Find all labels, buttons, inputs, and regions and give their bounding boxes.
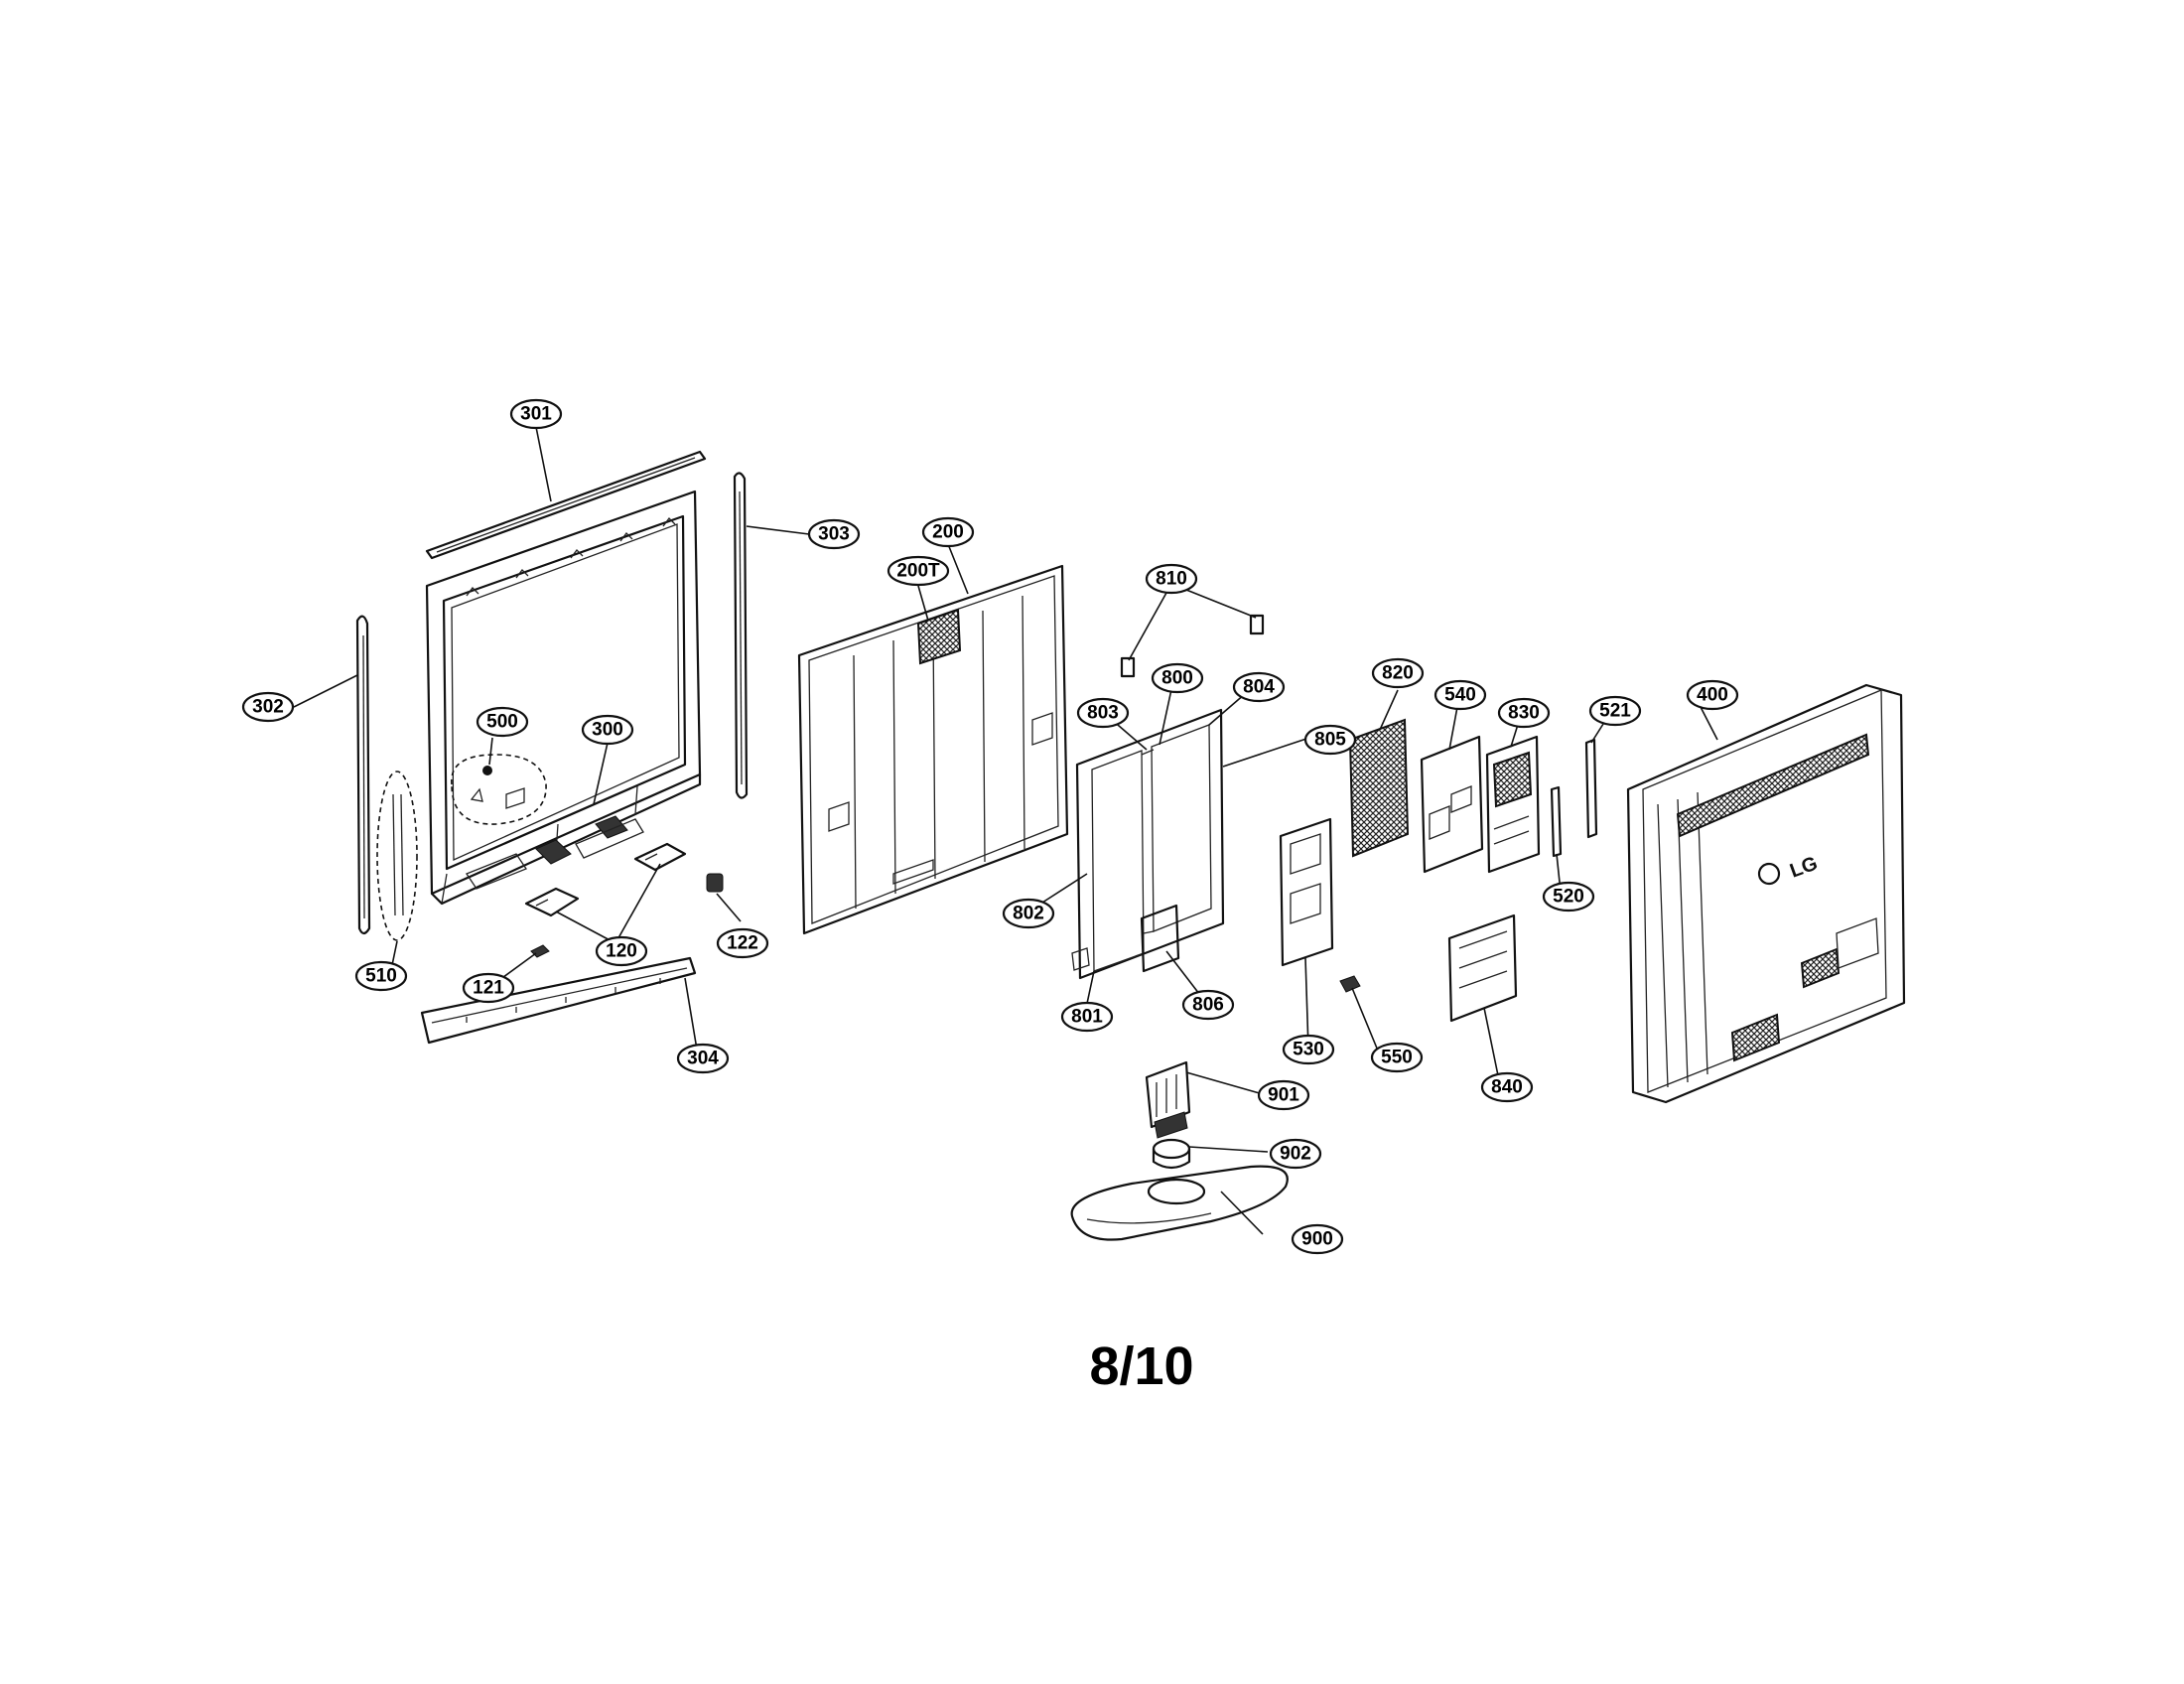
callout-303: 303: [807, 518, 861, 550]
callout-803: 803: [1076, 697, 1130, 729]
svg-text:500: 500: [486, 712, 518, 733]
callout-200t: 200T: [887, 555, 950, 587]
callout-530: 530: [1282, 1034, 1335, 1065]
callout-901: 901: [1257, 1079, 1310, 1111]
part-530-board: [1279, 817, 1334, 967]
part-303-right-strip: [733, 472, 749, 799]
callout-550: 550: [1370, 1042, 1424, 1073]
callout-805: 805: [1303, 724, 1357, 756]
svg-text:300: 300: [592, 720, 623, 741]
svg-text:803: 803: [1087, 703, 1119, 724]
part-300-front-bezel: [425, 490, 702, 906]
callout-200: 200: [921, 516, 975, 548]
part-510-speaker: [376, 771, 418, 941]
callout-820: 820: [1371, 657, 1425, 689]
part-400-rear-cover: LG: [1626, 683, 1906, 1104]
part-520-strip: [1550, 785, 1563, 858]
callout-801: 801: [1060, 1001, 1114, 1033]
part-304-bottom-strip: [420, 956, 697, 1045]
svg-text:901: 901: [1268, 1085, 1299, 1106]
part-840-cover: [1447, 913, 1518, 1023]
svg-text:200T: 200T: [896, 561, 940, 582]
svg-text:900: 900: [1301, 1229, 1333, 1250]
part-500-detail: [451, 754, 547, 825]
svg-text:400: 400: [1697, 685, 1728, 706]
svg-text:801: 801: [1071, 1007, 1103, 1028]
svg-text:120: 120: [606, 941, 637, 962]
callout-521: 521: [1588, 695, 1642, 727]
svg-text:521: 521: [1599, 701, 1631, 722]
svg-text:804: 804: [1243, 677, 1275, 698]
part-550-connector: [1339, 975, 1361, 993]
callout-400: 400: [1686, 679, 1739, 711]
svg-text:200: 200: [932, 522, 964, 543]
lg-logo-text: LG: [1787, 853, 1821, 883]
callout-120: 120: [595, 935, 648, 967]
svg-text:122: 122: [727, 933, 758, 954]
svg-text:530: 530: [1293, 1040, 1324, 1060]
callout-300: 300: [581, 714, 634, 746]
part-200-main-chassis: [797, 564, 1069, 935]
svg-text:902: 902: [1280, 1144, 1311, 1165]
callout-540: 540: [1433, 679, 1487, 711]
callout-302: 302: [241, 691, 295, 723]
callout-806: 806: [1181, 989, 1235, 1021]
svg-text:820: 820: [1382, 663, 1414, 684]
callout-900: 900: [1291, 1223, 1344, 1255]
callout-122: 122: [716, 927, 769, 959]
svg-text:805: 805: [1314, 730, 1346, 751]
part-800-shield-assembly: [1071, 708, 1225, 980]
svg-text:802: 802: [1013, 904, 1044, 924]
part-302-left-strip: [355, 615, 371, 935]
svg-text:510: 510: [365, 966, 397, 987]
svg-text:800: 800: [1161, 668, 1193, 689]
part-540-board: [1420, 735, 1484, 874]
callout-830: 830: [1497, 697, 1551, 729]
svg-text:840: 840: [1491, 1077, 1523, 1098]
svg-text:550: 550: [1381, 1048, 1413, 1068]
callout-800: 800: [1151, 662, 1204, 694]
callout-804: 804: [1232, 671, 1286, 703]
part-900-stand-base: [1070, 1165, 1289, 1241]
part-820-shield-plate: [1348, 718, 1410, 858]
part-902-hub: [1152, 1138, 1191, 1170]
leader-lines: [293, 426, 1718, 1235]
callout-301: 301: [509, 398, 563, 430]
svg-text:540: 540: [1444, 685, 1476, 706]
callout-304: 304: [676, 1043, 730, 1074]
callout-902: 902: [1269, 1138, 1322, 1170]
svg-text:301: 301: [520, 404, 552, 425]
svg-text:302: 302: [252, 697, 284, 718]
part-810-clips: [1120, 614, 1265, 678]
callout-121: 121: [462, 972, 515, 1004]
svg-text:810: 810: [1156, 569, 1187, 590]
callout-840: 840: [1480, 1071, 1534, 1103]
callout-500: 500: [476, 706, 529, 738]
svg-text:520: 520: [1553, 887, 1584, 908]
svg-text:806: 806: [1192, 995, 1224, 1016]
part-120-brackets: [524, 842, 687, 917]
part-122-clip: [706, 873, 724, 893]
svg-text:303: 303: [818, 524, 850, 545]
svg-text:304: 304: [687, 1049, 719, 1069]
callout-510: 510: [354, 960, 408, 992]
callout-810: 810: [1145, 563, 1198, 595]
svg-text:121: 121: [473, 978, 504, 999]
svg-text:830: 830: [1508, 703, 1540, 724]
callout-802: 802: [1002, 898, 1055, 929]
part-521-strip: [1584, 738, 1598, 839]
part-830-board: [1485, 735, 1541, 874]
part-901-stand-neck: [1145, 1060, 1191, 1139]
part-301-top-strip: [425, 450, 707, 560]
callout-520: 520: [1542, 881, 1595, 912]
page-number: 8/10: [1089, 1336, 1194, 1396]
